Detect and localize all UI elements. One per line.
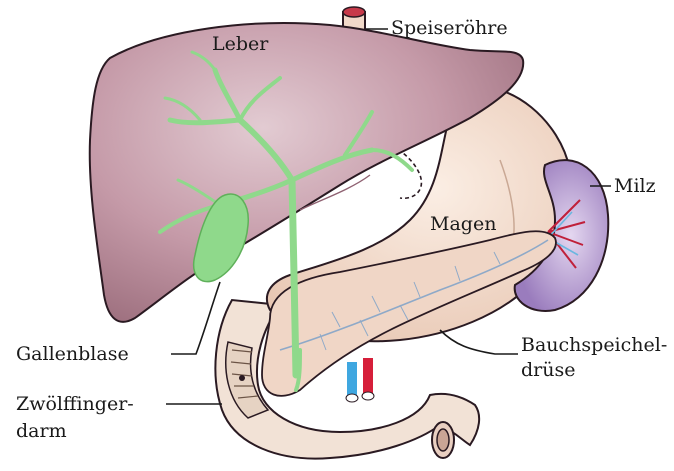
label-zwoelffinger-line1: Zwölffinger- (16, 393, 134, 415)
label-zwoelffinger-line2: darm (16, 420, 67, 442)
label-speiseroehre: Speiseröhre (391, 17, 508, 39)
label-bauchspeichel-line1: Bauchspeichel- (521, 334, 667, 356)
label-gallenblase: Gallenblase (16, 343, 129, 365)
label-bauchspeichel-line2: drüse (521, 359, 575, 381)
label-magen: Magen (430, 213, 496, 235)
leader-bauchspeicheldruese (440, 330, 518, 354)
leader-gallenblase (171, 282, 220, 354)
blood-vessels (346, 358, 374, 402)
label-leber: Leber (212, 33, 268, 55)
label-milz: Milz (614, 175, 656, 197)
